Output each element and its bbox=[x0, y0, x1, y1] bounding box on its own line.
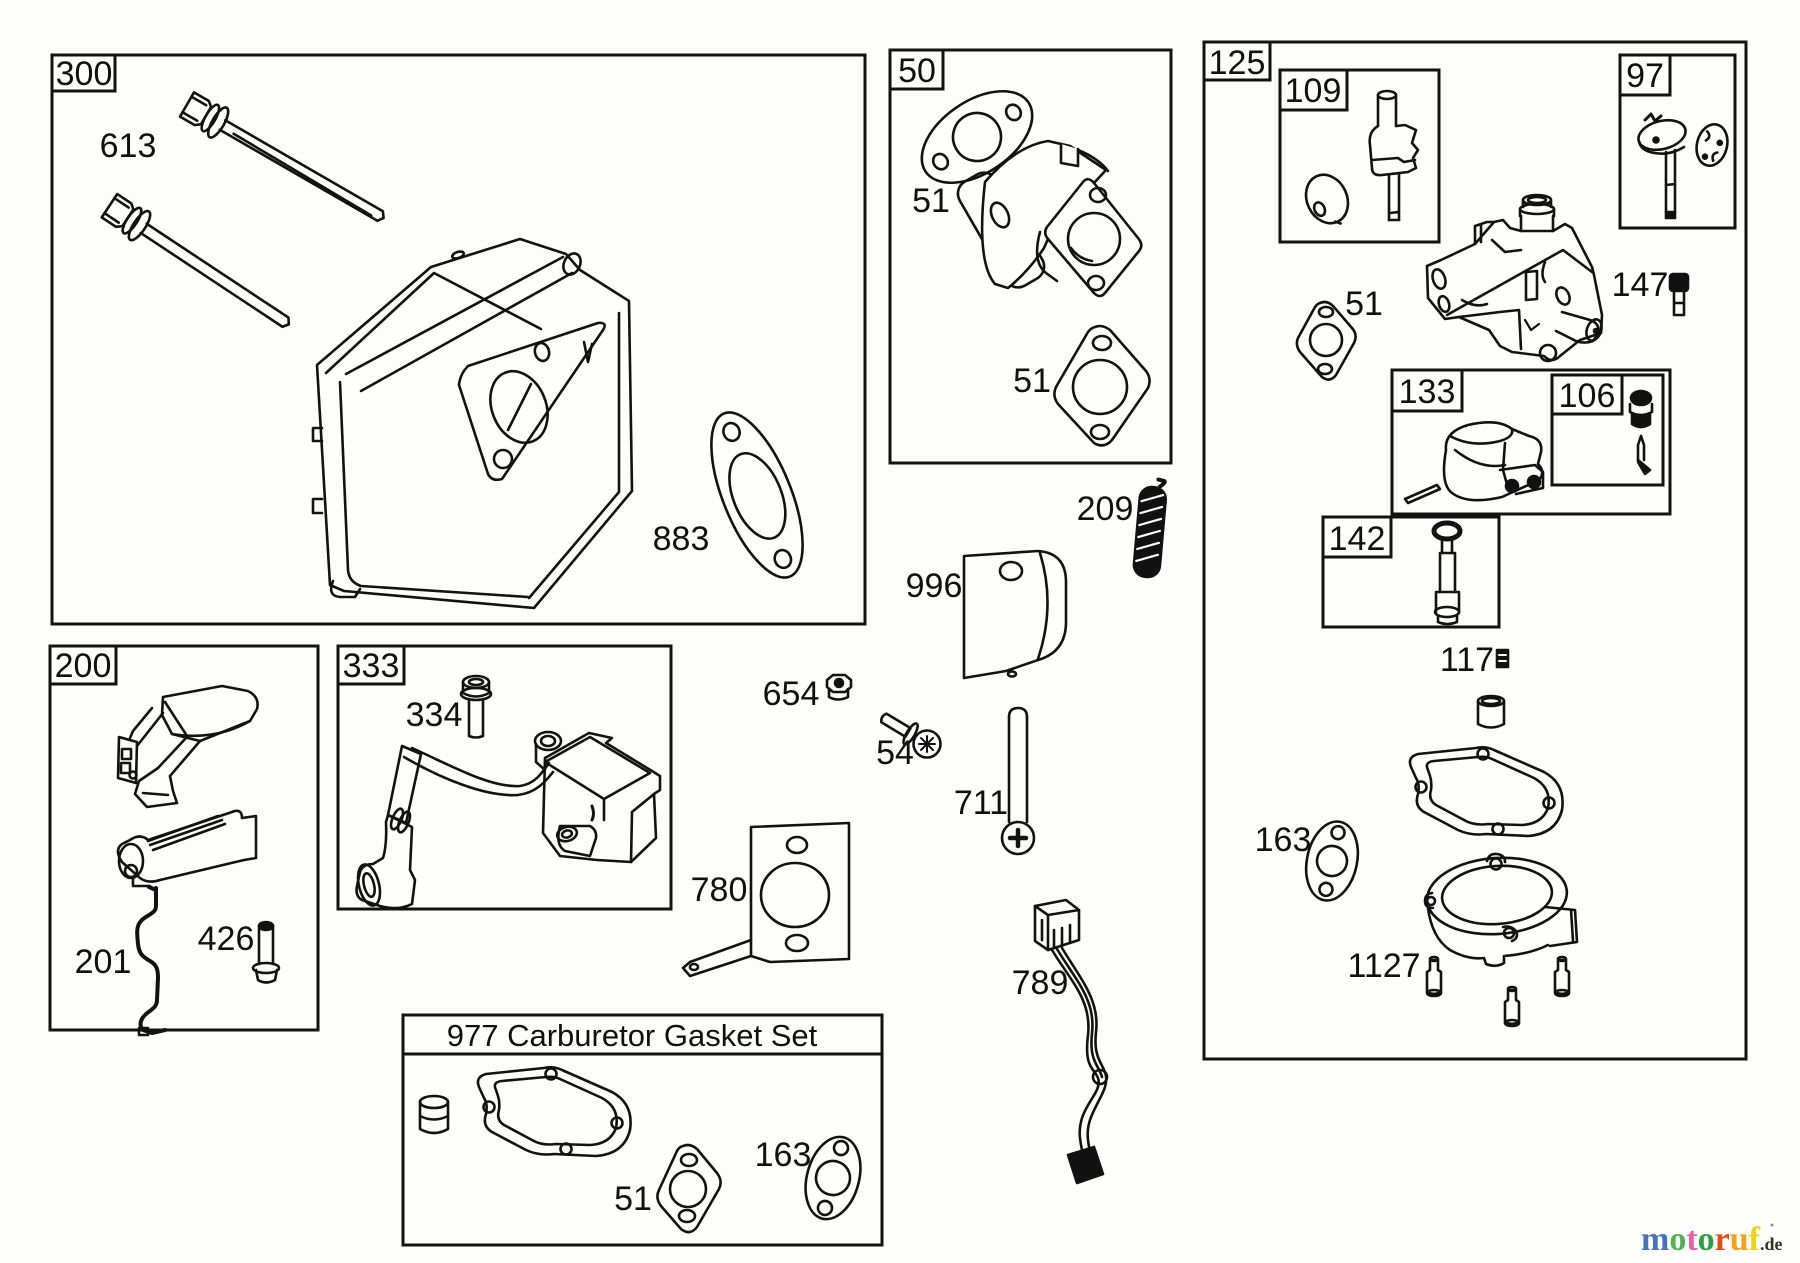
svg-text:54: 54 bbox=[876, 734, 914, 772]
svg-text:125: 125 bbox=[1209, 44, 1266, 82]
svg-text:977 Carburetor Gasket Set: 977 Carburetor Gasket Set bbox=[447, 1018, 818, 1053]
svg-text:motoruf.de: motoruf.de bbox=[1641, 1221, 1783, 1258]
svg-text:106: 106 bbox=[1559, 377, 1616, 415]
svg-text:142: 142 bbox=[1329, 520, 1386, 558]
svg-text:51: 51 bbox=[614, 1180, 652, 1218]
svg-text:789: 789 bbox=[1012, 964, 1069, 1002]
svg-text:117: 117 bbox=[1440, 641, 1494, 679]
svg-text:780: 780 bbox=[691, 871, 748, 909]
svg-text:426: 426 bbox=[198, 920, 255, 958]
svg-text:654: 654 bbox=[763, 675, 820, 713]
svg-text:147: 147 bbox=[1612, 266, 1669, 304]
svg-text:201: 201 bbox=[75, 943, 132, 981]
svg-text:163: 163 bbox=[755, 1136, 812, 1174]
svg-text:300: 300 bbox=[56, 55, 113, 93]
svg-text:97: 97 bbox=[1626, 57, 1664, 95]
svg-text:51: 51 bbox=[1013, 362, 1051, 400]
svg-text:996: 996 bbox=[906, 567, 963, 605]
svg-text:1127: 1127 bbox=[1347, 947, 1420, 985]
svg-text:163: 163 bbox=[1255, 821, 1312, 859]
svg-text:51: 51 bbox=[912, 182, 950, 220]
svg-text:333: 333 bbox=[343, 647, 400, 685]
svg-text:133: 133 bbox=[1399, 373, 1456, 411]
svg-text:209: 209 bbox=[1077, 490, 1134, 528]
svg-text:613: 613 bbox=[100, 127, 157, 165]
svg-text:50: 50 bbox=[898, 52, 936, 90]
svg-text:200: 200 bbox=[55, 647, 112, 685]
svg-text:109: 109 bbox=[1285, 72, 1342, 110]
svg-text:51: 51 bbox=[1345, 285, 1383, 323]
svg-text:711: 711 bbox=[954, 784, 1008, 822]
svg-text:334: 334 bbox=[406, 696, 463, 734]
svg-text:883: 883 bbox=[653, 520, 710, 558]
